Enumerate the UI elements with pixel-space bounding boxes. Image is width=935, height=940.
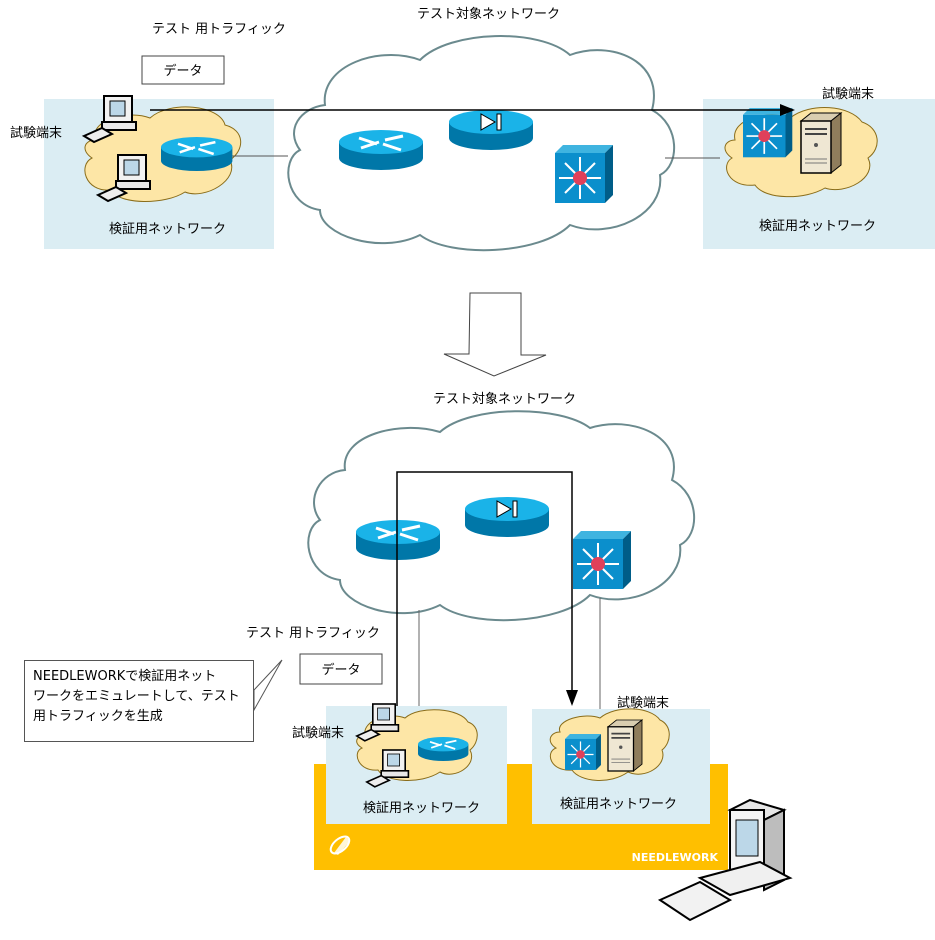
- bottom-left-terminal-label: 試験端末: [292, 725, 344, 741]
- target-router-icon: [337, 128, 425, 172]
- bottom-target-network-label: テスト対象ネットワーク: [433, 392, 576, 407]
- callout-line-2: ワークをエミュレートして、テスト: [33, 689, 240, 704]
- bottom-right-server-icon: [607, 719, 643, 772]
- transition-down-arrow: [443, 292, 547, 377]
- bottom-traffic-arrowhead: [566, 690, 578, 706]
- callout-line-3: 用トラフィックを生成: [33, 709, 163, 724]
- bottom-right-terminal-label: 試験端末: [617, 695, 669, 711]
- target-l3-switch-icon: [554, 144, 614, 204]
- target-firewall-icon: [448, 109, 534, 151]
- right-server-icon: [800, 112, 842, 174]
- bottom-left-router-icon: [417, 736, 470, 762]
- top-left-terminal-label: 試験端末: [10, 125, 62, 141]
- top-data-label: データ: [163, 63, 202, 79]
- needlework-label: NEEDLEWORK: [632, 851, 719, 864]
- bottom-right-l3-switch-icon: [564, 733, 602, 771]
- bottom-target-router-icon: [354, 518, 442, 562]
- callout-line-1: NEEDLEWORKで検証用ネット: [33, 669, 217, 684]
- top-right-terminal-label: 試験端末: [822, 86, 874, 102]
- bottom-target-l3-switch-icon: [572, 530, 632, 590]
- bottom-data-box: [299, 653, 383, 685]
- bottom-left-network-label: 検証用ネットワーク: [363, 801, 480, 816]
- top-target-network-label: テスト対象ネットワーク: [417, 7, 560, 22]
- bottom-target-firewall-icon: [464, 496, 550, 538]
- needlework-logo-icon: [329, 835, 351, 855]
- top-left-network-label: 検証用ネットワーク: [109, 222, 226, 237]
- left-router-icon: [159, 135, 234, 173]
- right-l3-switch-icon: [742, 107, 794, 159]
- bottom-right-network-label: 検証用ネットワーク: [560, 797, 677, 812]
- bottom-traffic-arrow: [396, 471, 573, 706]
- bottom-traffic-label: テスト 用トラフィック: [246, 626, 380, 641]
- top-traffic-label: テスト 用トラフィック: [152, 22, 286, 37]
- needlework-callout: NEEDLEWORKで検証用ネット ワークをエミュレートして、テスト 用トラフィ…: [24, 660, 254, 742]
- needlework-host-pc-icon: [657, 798, 793, 922]
- bottom-data-label: データ: [321, 662, 360, 678]
- top-right-network-label: 検証用ネットワーク: [759, 219, 876, 234]
- top-traffic-arrowhead: [780, 104, 795, 116]
- top-data-box: [141, 55, 225, 85]
- callout-tail: [253, 659, 283, 712]
